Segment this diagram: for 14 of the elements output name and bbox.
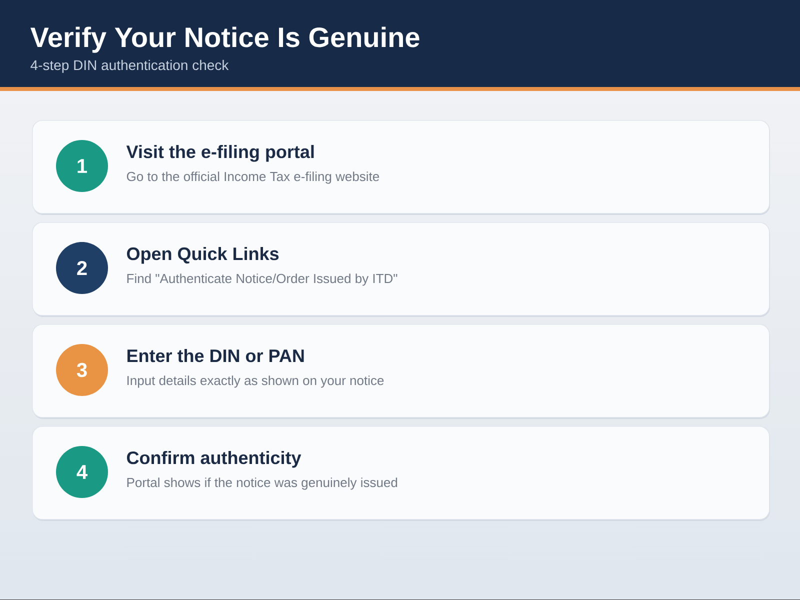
step-description: Portal shows if the notice was genuinely issued: [127, 478, 398, 490]
step-number: 2: [56, 242, 108, 294]
step-heading: Visit the e-filing portal: [126, 144, 314, 162]
step-description: Input details exactly as shown on your notice: [127, 376, 384, 388]
step-heading: Open Quick Links: [127, 246, 279, 264]
step-number: 3: [56, 344, 108, 396]
step-number: 4: [56, 446, 108, 498]
subtitle: 4-step DIN authentication check: [30, 60, 229, 73]
step-heading: Enter the DIN or PAN: [127, 348, 304, 362]
step-description: Go to the official Income Tax e-filing website: [126, 172, 380, 184]
title: Verify Your Notice Is Genuine: [30, 26, 420, 53]
step-description: Find "Authenticate Notice/Order Issued by ITD": [127, 274, 398, 286]
step-number: 1: [56, 140, 108, 192]
step-heading: Confirm authenticity: [127, 450, 302, 468]
